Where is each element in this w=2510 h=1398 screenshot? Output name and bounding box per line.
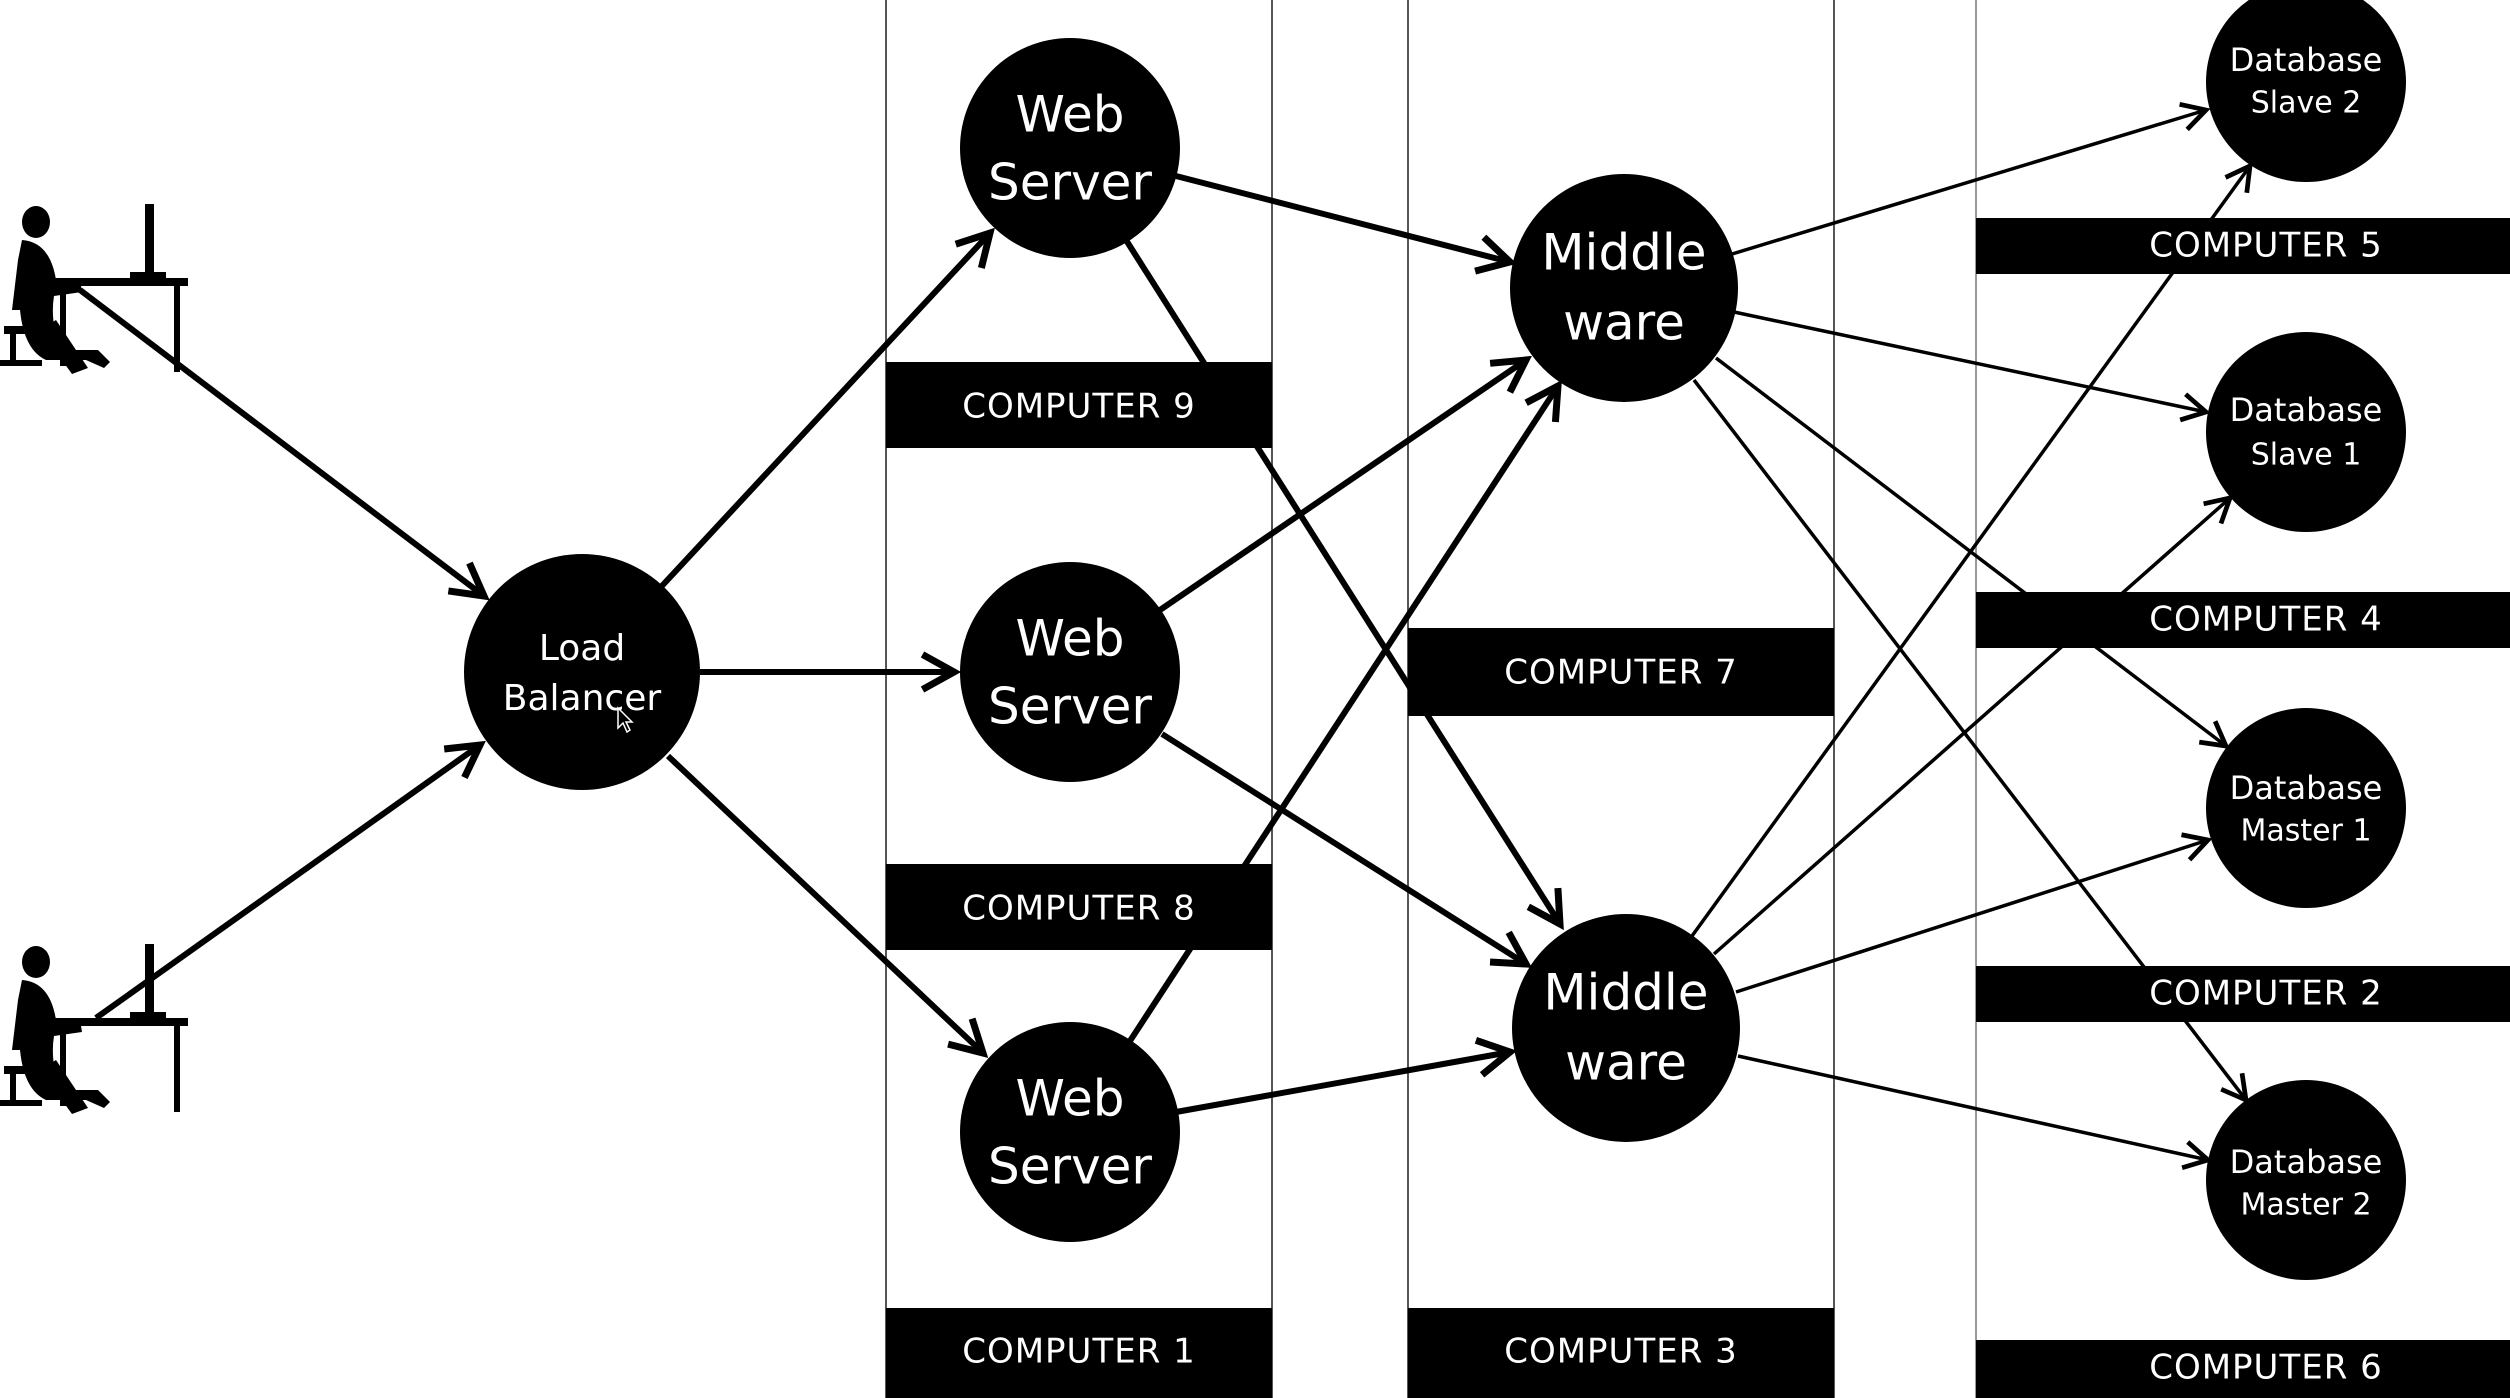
db-master-1-node: Database Master 1 xyxy=(2206,708,2406,908)
computer-5-label: COMPUTER 5 xyxy=(2149,226,2383,266)
arrow-web-mid-to-mw-bot xyxy=(1160,731,1526,964)
user-at-computer-icon xyxy=(0,204,188,374)
load-balancer-label-line2: Balancer xyxy=(503,678,662,719)
middleware-top-label-line1: Middle xyxy=(1541,224,1706,282)
web-server-bot-label-line2: Server xyxy=(988,1138,1152,1196)
arrow-user-top-to-load-balancer xyxy=(78,287,484,596)
web-server-top-label-line2: Server xyxy=(988,154,1152,212)
arrow-web-top-to-mw-bot xyxy=(1123,238,1560,924)
arrow-web-bot-to-mw-bot xyxy=(1175,1052,1510,1115)
computer-boxes: COMPUTER 9 COMPUTER 8 COMPUTER 1 COMPUTE… xyxy=(886,218,2510,1398)
computer-9-label: COMPUTER 9 xyxy=(962,387,1196,427)
db-master-1-label-line1: Database xyxy=(2230,769,2383,807)
computer-8-label: COMPUTER 8 xyxy=(962,889,1196,929)
db-slave-2-node: Database Slave 2 xyxy=(2206,0,2406,182)
middleware-bot-node: Middle ware xyxy=(1512,914,1740,1142)
arrow-user-bottom-to-load-balancer xyxy=(94,745,480,1021)
computer-3-box: COMPUTER 3 xyxy=(1408,1308,1834,1398)
web-server-top-label-line1: Web xyxy=(1015,86,1124,144)
db-slave-1-label-line2: Slave 1 xyxy=(2251,438,2362,473)
arrow-mw-top-to-db-slave-1 xyxy=(1733,310,2211,423)
computer-3-label: COMPUTER 3 xyxy=(1504,1332,1738,1372)
db-slave-1-node: Database Slave 1 xyxy=(2206,332,2406,532)
nodes: Load Balancer Web Server Web Server Web … xyxy=(464,0,2406,1280)
db-slave-2-label-line1: Database xyxy=(2230,41,2383,79)
middleware-top-node: Middle ware xyxy=(1510,174,1738,402)
arrow-mw-bot-to-db-slave-1 xyxy=(1712,494,2234,956)
arrow-mw-top-to-db-slave-2 xyxy=(1731,101,2211,256)
arrow-mw-bot-to-db-slave-2 xyxy=(1690,162,2253,938)
computer-4-box: COMPUTER 4 xyxy=(1976,592,2510,648)
arrow-mw-bot-to-db-master-2 xyxy=(1737,1054,2213,1170)
web-server-bot-label-line1: Web xyxy=(1015,1070,1124,1128)
arrow-lb-to-web-bot xyxy=(665,753,983,1053)
db-master-1-label-line2: Master 1 xyxy=(2240,814,2371,849)
web-server-mid-label-line1: Web xyxy=(1015,610,1124,668)
arrow-web-top-to-mw-top xyxy=(1175,173,1510,262)
web-server-mid-label-line2: Server xyxy=(988,678,1152,736)
computer-1-box: COMPUTER 1 xyxy=(886,1308,1272,1398)
load-balancer-node: Load Balancer xyxy=(464,554,700,790)
arrow-mw-bot-to-db-master-1 xyxy=(1735,832,2213,994)
db-slave-1-label-line1: Database xyxy=(2230,391,2383,429)
web-server-bot-node: Web Server xyxy=(960,1022,1180,1242)
mouse-cursor-icon xyxy=(617,706,634,734)
arrow-lb-to-web-top xyxy=(657,233,990,591)
middleware-bot-label-line2: ware xyxy=(1565,1034,1687,1092)
computer-2-label: COMPUTER 2 xyxy=(2149,974,2383,1014)
computer-6-label: COMPUTER 6 xyxy=(2149,1348,2383,1388)
computer-7-label: COMPUTER 7 xyxy=(1504,653,1738,693)
computer-8-box: COMPUTER 8 xyxy=(886,864,1272,950)
computer-9-box: COMPUTER 9 xyxy=(886,362,1272,448)
middleware-top-label-line2: ware xyxy=(1563,294,1685,352)
computer-1-label: COMPUTER 1 xyxy=(962,1332,1196,1372)
db-master-2-node: Database Master 2 xyxy=(2206,1080,2406,1280)
load-balancer-label-line1: Load xyxy=(539,628,625,669)
computer-6-box: COMPUTER 6 xyxy=(1976,1340,2510,1398)
middleware-bot-label-line1: Middle xyxy=(1543,964,1708,1022)
db-slave-2-label-line2: Slave 2 xyxy=(2251,86,2362,121)
arrow-web-mid-to-mw-top xyxy=(1158,360,1526,613)
web-server-mid-node: Web Server xyxy=(960,562,1180,782)
computer-7-box: COMPUTER 7 xyxy=(1408,628,1834,716)
computer-5-box: COMPUTER 5 xyxy=(1976,218,2510,274)
web-server-top-node: Web Server xyxy=(960,38,1180,258)
computer-4-label: COMPUTER 4 xyxy=(2149,600,2383,640)
db-master-2-label-line2: Master 2 xyxy=(2240,1188,2371,1223)
db-master-2-label-line1: Database xyxy=(2230,1143,2383,1181)
computer-2-box: COMPUTER 2 xyxy=(1976,966,2510,1022)
